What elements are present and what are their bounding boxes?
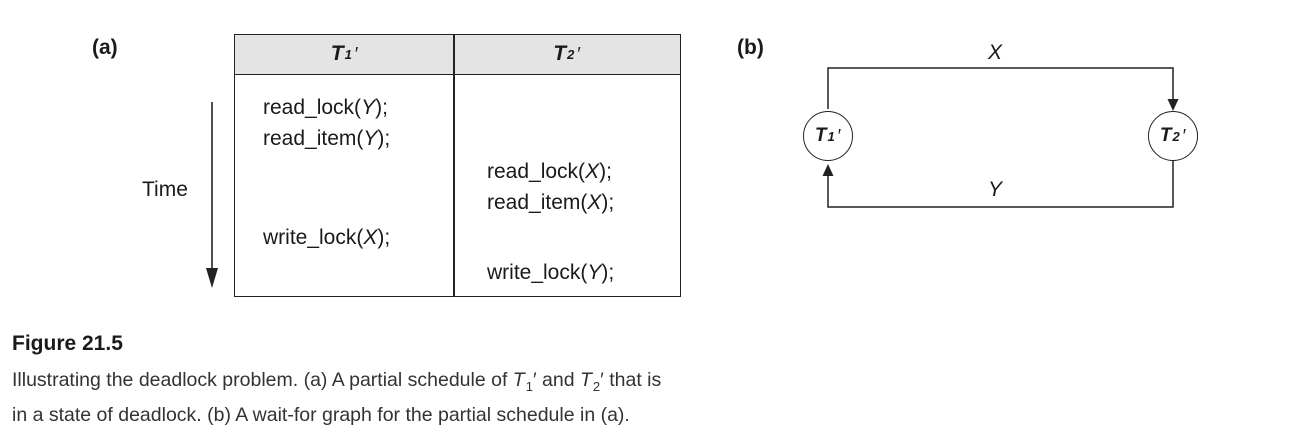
t1-read-lock-y: read_lock(Y); bbox=[263, 96, 388, 119]
figure-caption: Illustrating the deadlock problem. (a) A… bbox=[12, 369, 662, 426]
panel-a-label: (a) bbox=[92, 36, 118, 59]
time-arrow bbox=[206, 102, 218, 288]
t2-write-lock-y: write_lock(Y); bbox=[487, 261, 615, 284]
edge-t1-to-t2 bbox=[827, 67, 1179, 111]
wait-for-graph-edges bbox=[822, 67, 1179, 208]
edge-label-y: Y bbox=[988, 178, 1003, 201]
t2-read-item-x: read_item(X); bbox=[487, 191, 615, 214]
t1-write-lock-x: write_lock(X); bbox=[263, 226, 391, 249]
t2-read-lock-x: read_lock(X); bbox=[487, 160, 612, 183]
time-label: Time bbox=[142, 178, 188, 201]
panel-b-label: (b) bbox=[737, 36, 764, 59]
column-divider bbox=[453, 35, 455, 296]
edge-label-x: X bbox=[988, 41, 1003, 64]
edge-t2-to-t1 bbox=[822, 161, 1174, 208]
t1-read-item-y: read_item(Y); bbox=[263, 127, 391, 150]
figure-title: Figure 21.5 bbox=[12, 332, 123, 355]
